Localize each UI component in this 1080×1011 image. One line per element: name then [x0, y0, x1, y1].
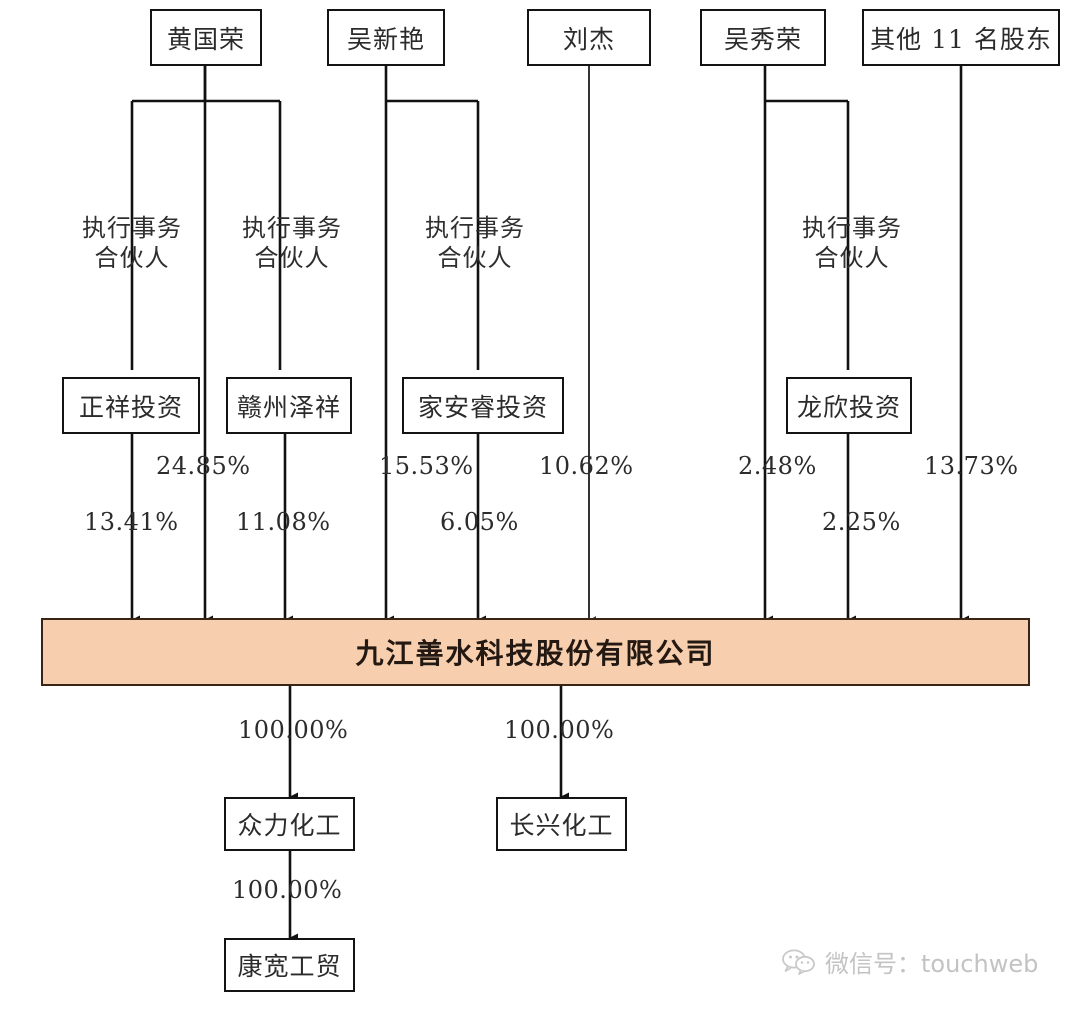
partnership-label: 龙欣投资 — [796, 392, 901, 422]
shareholder-label: 刘杰 — [562, 24, 615, 54]
percent-value: 15.53% — [379, 452, 474, 480]
role-label-jiaanrui: 执行事务 合伙人 — [405, 183, 545, 273]
percent-wuxiurong-direct: 2.48% — [738, 452, 817, 480]
role-label-ganzhou: 执行事务 合伙人 — [222, 183, 362, 273]
shareholder-box-wu-xiurong[interactable]: 吴秀荣 — [700, 9, 826, 66]
percent-value: 100.00% — [504, 716, 615, 744]
watermark-text: 微信号：touchweb — [825, 950, 1039, 978]
partnership-box-jiaanrui[interactable]: 家安睿投资 — [402, 377, 564, 434]
partnership-box-ganzhou-zexiang[interactable]: 赣州泽祥 — [226, 377, 352, 434]
role-label-text: 执行事务 合伙人 — [82, 214, 182, 272]
role-label-text: 执行事务 合伙人 — [425, 214, 525, 272]
percent-zhengxiang: 13.41% — [84, 508, 179, 536]
shareholder-label: 吴新艳 — [346, 24, 425, 54]
percent-value: 100.00% — [238, 716, 349, 744]
percent-jiaanrui: 6.05% — [440, 508, 519, 536]
percent-other11-direct: 13.73% — [924, 452, 1019, 480]
partnership-box-zhengxiang[interactable]: 正祥投资 — [62, 377, 200, 434]
percent-huang-direct: 24.85% — [156, 452, 251, 480]
subsidiary-label: 长兴化工 — [509, 811, 614, 840]
percent-value: 100.00% — [232, 876, 343, 904]
company-box-shanshui[interactable]: 九江善水科技股份有限公司 — [41, 618, 1030, 686]
role-label-text: 执行事务 合伙人 — [802, 214, 902, 272]
percent-liujie-direct: 10.62% — [539, 452, 634, 480]
percent-value: 24.85% — [156, 452, 251, 480]
shareholder-box-liu-jie[interactable]: 刘杰 — [527, 9, 651, 66]
role-label-longxin: 执行事务 合伙人 — [782, 183, 922, 273]
subsidiary-box-changxing[interactable]: 长兴化工 — [496, 797, 627, 851]
partnership-label: 赣州泽祥 — [236, 392, 341, 422]
shareholder-box-huang-guorong[interactable]: 黄国荣 — [150, 9, 262, 66]
percent-changxing: 100.00% — [504, 716, 614, 744]
percent-ganzhou: 11.08% — [236, 508, 331, 536]
partnership-label: 正祥投资 — [78, 392, 183, 422]
role-label-zhengxiang: 执行事务 合伙人 — [62, 183, 202, 273]
percent-value: 11.08% — [236, 508, 331, 536]
partnership-label: 家安睿投资 — [417, 392, 548, 422]
percent-longxin: 2.25% — [822, 508, 901, 536]
percent-value: 6.05% — [440, 508, 519, 536]
wechat-icon — [782, 948, 815, 975]
percent-value: 2.48% — [738, 452, 817, 480]
partnership-box-longxin[interactable]: 龙欣投资 — [786, 377, 912, 434]
watermark: 微信号：touchweb — [782, 944, 1038, 979]
shareholder-label: 黄国荣 — [166, 24, 245, 54]
percent-kangkuan: 100.00% — [232, 876, 342, 904]
shareholder-box-other-11[interactable]: 其他 11 名股东 — [862, 9, 1060, 66]
subsidiary-label: 众力化工 — [237, 811, 342, 840]
percent-value: 10.62% — [539, 452, 634, 480]
subsidiary-label: 康宽工贸 — [237, 952, 342, 981]
percent-value: 13.41% — [84, 508, 179, 536]
subsidiary-box-kangkuan[interactable]: 康宽工贸 — [224, 938, 355, 992]
percent-value: 2.25% — [822, 508, 901, 536]
shareholder-label: 其他 11 名股东 — [870, 24, 1052, 54]
subsidiary-box-zhongli[interactable]: 众力化工 — [224, 797, 355, 851]
company-label: 九江善水科技股份有限公司 — [355, 637, 716, 670]
shareholder-label: 吴秀荣 — [723, 24, 802, 54]
percent-value: 13.73% — [924, 452, 1019, 480]
percent-zhongli: 100.00% — [238, 716, 348, 744]
role-label-text: 执行事务 合伙人 — [242, 214, 342, 272]
percent-wuxinyan-direct: 15.53% — [379, 452, 474, 480]
shareholder-box-wu-xinyan[interactable]: 吴新艳 — [327, 9, 445, 66]
